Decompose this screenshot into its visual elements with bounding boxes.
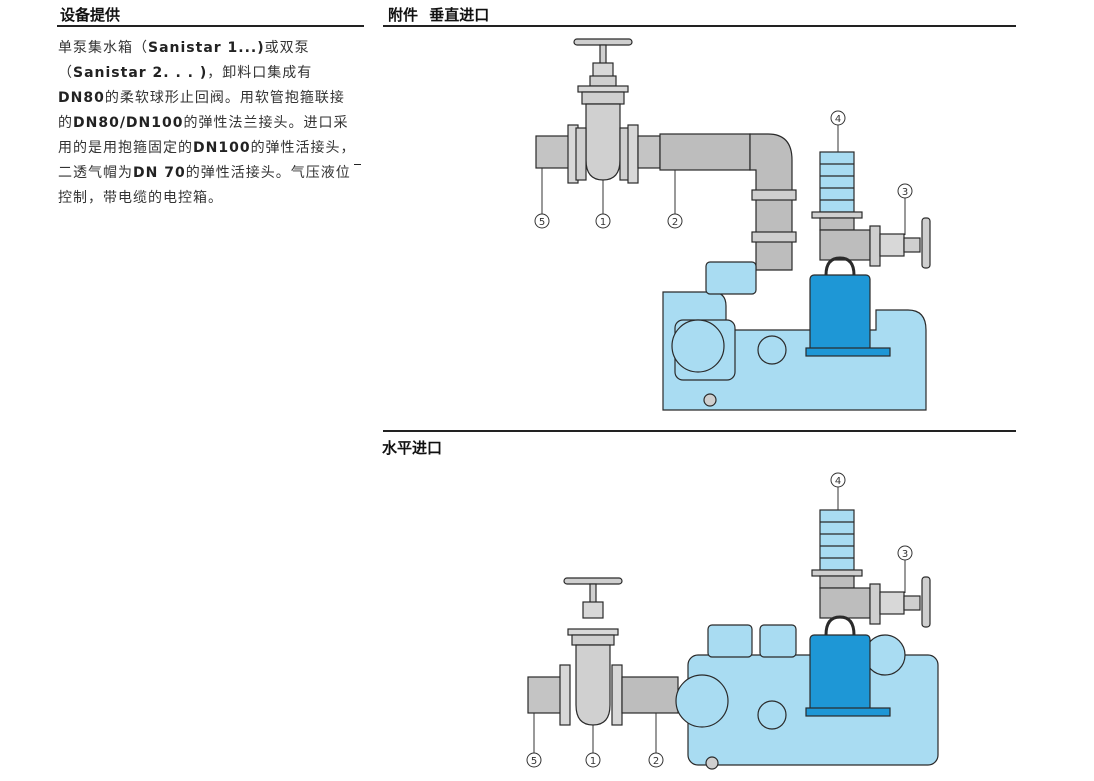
svg-text:5: 5 [531,756,537,767]
svg-text:4: 4 [835,476,841,487]
callout-5: 5 [526,713,542,768]
description-fragment: DN80 [58,90,105,106]
svg-text:4: 4 [835,114,841,125]
equipment-description: 单泵集水箱（Sanistar 1...)或双泵（Sanistar 2. . . … [58,36,358,211]
svg-text:3: 3 [902,187,908,198]
description-fragment: 或双泵（ [58,40,310,81]
svg-text:3: 3 [902,549,908,560]
svg-text:5: 5 [539,217,545,228]
callout-1: 1 [595,180,611,229]
callout-4: 4 [830,472,846,510]
description-fragment: 的柔软球形止回阀。用软管抱箍联接的 [58,90,345,131]
callout-3: 3 [897,545,913,593]
callout-2: 2 [648,713,664,768]
callout-2: 2 [667,170,683,229]
description-fragment: DN 70 [133,165,186,181]
horizontal-inlet-diagram: 4 3 5 1 2 [526,472,939,770]
callout-5: 5 [534,168,550,229]
callout-4: 4 [830,110,846,152]
description-fragment: Sanistar 1...) [148,40,265,56]
margin-dash [354,164,361,165]
section-rule [57,25,364,27]
svg-text:1: 1 [590,756,596,767]
section-rule [383,430,1016,432]
svg-text:1: 1 [600,217,606,228]
section-title-equipment: 设备提供 [60,6,121,24]
description-fragment: 的弹性活接头，二透气帽为 [58,140,356,181]
description-fragment: Sanistar 2. . . ) [73,65,208,81]
section-title-horizontal-inlet: 水平进口 [382,439,443,457]
description-fragment: 单泵集水箱（ [58,40,148,56]
callout-3: 3 [897,183,913,235]
section-title-vertical-inlet: 附件 垂直进口 [388,6,490,24]
section-rule [383,25,1016,27]
description-fragment: ，卸料口集成有 [207,65,313,81]
svg-text:2: 2 [672,217,678,228]
description-fragment: DN80/DN100 [73,115,184,131]
description-fragment: 的弹性活接头。气压液位控制，带电缆的电控箱。 [58,165,351,206]
description-fragment: DN100 [193,140,251,156]
vertical-inlet-diagram: 5 1 2 4 3 [534,38,931,411]
svg-text:2: 2 [653,756,659,767]
description-fragment: 的弹性法兰接头。进口采用的是用抱箍固定的 [58,115,349,156]
callout-1: 1 [585,725,601,768]
